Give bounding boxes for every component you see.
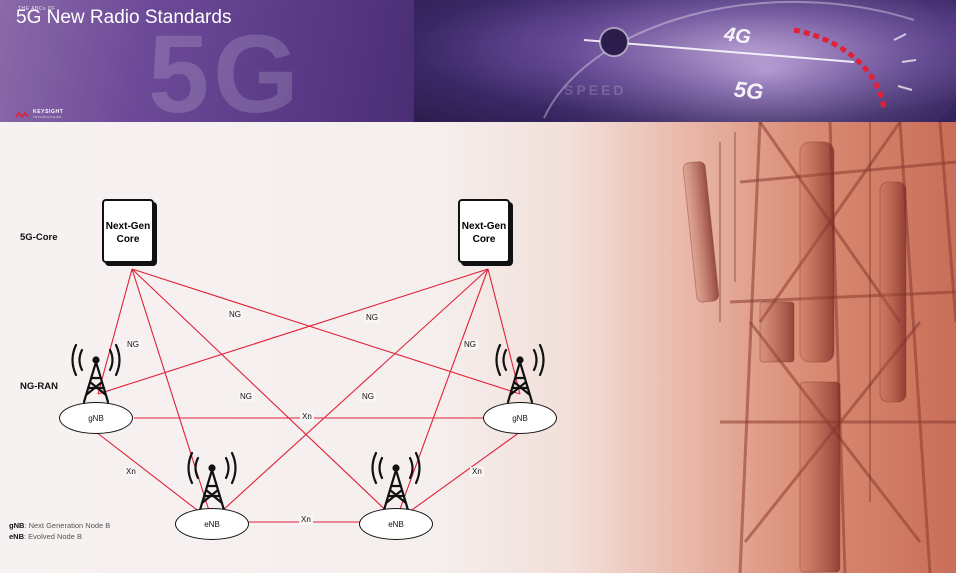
link-label-xn: Xn [470, 467, 484, 477]
link-label-xn: Xn [124, 467, 138, 477]
legend: gNB: Next Generation Node B eNB: Evolved… [9, 520, 110, 542]
logo-brand: KEYSIGHT [33, 109, 64, 115]
banner-right-speedometer: SPEED 4G 5G [414, 0, 956, 122]
legend-enb-term: eNB [9, 532, 25, 541]
logo-sub: TECHNOLOGIES [33, 115, 62, 119]
keysight-wave-icon [16, 111, 29, 118]
antenna-icon-enb-right [371, 451, 421, 512]
link-label-ng: NG [364, 313, 380, 323]
layer-label-ng-ran: NG-RAN [20, 381, 58, 392]
diagram-links [71, 268, 545, 523]
gauge-label-5g: 5G [732, 76, 765, 105]
ng-link-rcore-gnbl [97, 268, 489, 395]
antenna-icon-gnb-left [71, 343, 121, 404]
core-right-line2: Core [472, 234, 496, 245]
gnb-right-label: gNB [512, 414, 528, 423]
antenna-icons [71, 343, 545, 512]
link-label-ng: NG [238, 392, 254, 402]
xn-link-gnbr-enbr [397, 431, 521, 521]
banner-left: 5G THE ABCs OF 5G New Radio Standards KE… [0, 0, 414, 122]
content-background [0, 122, 956, 573]
link-label-ng: NG [360, 392, 376, 402]
link-label-ng: NG [227, 310, 243, 320]
legend-gnb-term: gNB [9, 521, 25, 530]
keysight-logo: KEYSIGHT TECHNOLOGIES [16, 110, 63, 119]
link-label-ng: NG [462, 340, 478, 350]
core-right-line1: Next-Gen [461, 221, 507, 232]
ng-link-rcore-enbr [395, 268, 489, 521]
layer-label-5g-core: 5G-Core [20, 232, 58, 243]
banner-title: 5G New Radio Standards [16, 7, 232, 28]
link-label-xn: Xn [300, 412, 314, 422]
speedometer-graphic [524, 0, 956, 122]
enb-left-label: eNB [204, 520, 220, 529]
gauge-speed-word: SPEED [564, 82, 627, 98]
link-label-xn: Xn [299, 515, 313, 525]
link-label-ng: NG [125, 340, 141, 350]
antenna-icon-enb-left [187, 451, 237, 512]
gnb-node-right [483, 402, 557, 434]
core-left-line2: Core [116, 234, 140, 245]
gauge-label-4g: 4G [722, 23, 753, 49]
ng-link-lcore-enbr [131, 268, 397, 521]
antenna-icon-gnb-right [495, 343, 545, 404]
enb-node-right [359, 508, 433, 540]
enb-right-label: eNB [388, 520, 404, 529]
xn-link-gnbl-enbl [95, 431, 211, 521]
cell-tower-photo [682, 122, 956, 573]
ng-link-lcore-gnbl [97, 268, 133, 395]
legend-gnb-def: : Next Generation Node B [24, 521, 111, 530]
core-left-line1: Next-Gen [105, 221, 151, 232]
gnb-node-left [59, 402, 133, 434]
gnb-left-label: gNB [88, 414, 104, 423]
legend-enb-def: : Evolved Node B [24, 532, 82, 541]
ng-link-rcore-enbl [211, 268, 489, 521]
banner-5g-watermark: 5G [148, 13, 303, 123]
enb-node-left [175, 508, 249, 540]
ng-link-rcore-gnbr [487, 268, 521, 395]
banner-kicker: THE ABCs OF [18, 6, 56, 12]
ng-link-lcore-gnbr [131, 268, 521, 395]
